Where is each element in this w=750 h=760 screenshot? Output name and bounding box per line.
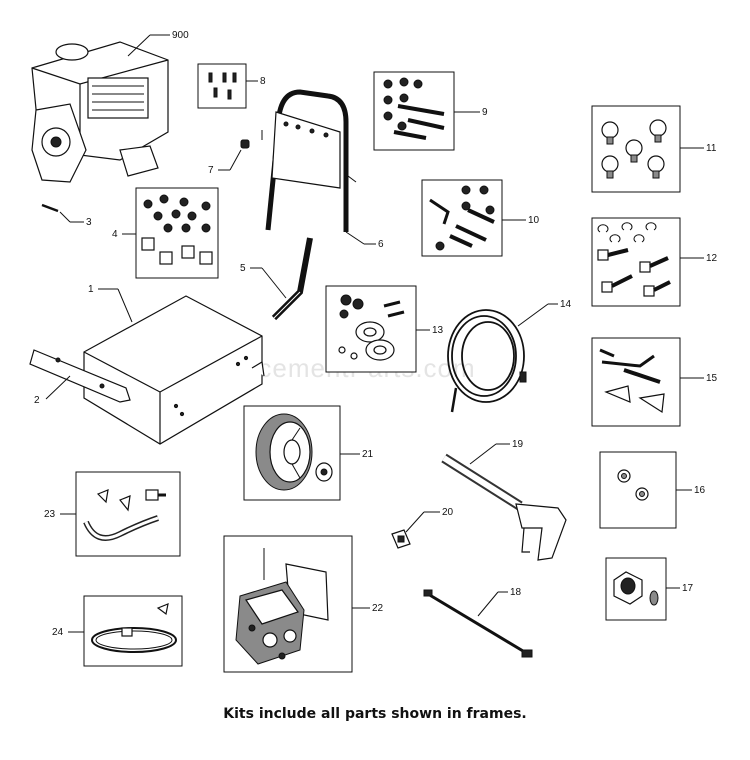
callout-2: 2: [34, 395, 40, 406]
callout-900: 900: [172, 30, 189, 41]
kit-note-caption: Kits include all parts shown in frames.: [223, 706, 527, 722]
engine-drawing[interactable]: [31, 41, 169, 183]
callout-18: 18: [510, 587, 522, 598]
caps-16-drawing: [617, 469, 649, 501]
callout-12: 12: [706, 253, 718, 264]
knobs-11-drawing: [601, 119, 667, 179]
pin-3[interactable]: [41, 203, 59, 213]
nozzle-20[interactable]: [391, 529, 411, 549]
belt-24-drawing: [91, 603, 177, 653]
callout-4: 4: [112, 229, 118, 240]
callout-21: 21: [362, 449, 374, 460]
callout-16: 16: [694, 485, 706, 496]
callout-8: 8: [260, 76, 266, 87]
callout-15: 15: [706, 373, 718, 384]
callout-17: 17: [682, 583, 694, 594]
callout-24: 24: [52, 627, 64, 638]
rail-2[interactable]: [29, 349, 131, 403]
gun-19[interactable]: [441, 453, 567, 561]
fitting-17-drawing: [613, 571, 659, 606]
callout-14: 14: [560, 299, 572, 310]
callout-19: 19: [512, 439, 524, 450]
handle-6[interactable]: [261, 89, 357, 232]
bolts-9-drawing: [383, 77, 445, 140]
callout-10: 10: [528, 215, 540, 226]
parts-15-drawing: [599, 348, 665, 414]
hardware-13-drawing: [338, 294, 405, 361]
callout-7: 7: [208, 165, 214, 176]
callout-23: 23: [44, 509, 56, 520]
callout-3: 3: [86, 217, 92, 228]
wheel-21-drawing: [255, 413, 333, 491]
callout-6: 6: [378, 239, 384, 250]
kit-frame-8[interactable]: [197, 63, 247, 109]
callout-1: 1: [88, 284, 94, 295]
bolts-10-drawing: [429, 185, 495, 251]
callout-9: 9: [482, 107, 488, 118]
hose-14[interactable]: [447, 309, 527, 413]
pump-22-drawing: [235, 548, 329, 665]
chassis-1[interactable]: [83, 295, 265, 445]
mounts-4-drawing: [141, 194, 213, 265]
wand-18[interactable]: [423, 589, 533, 658]
bolt-7[interactable]: [240, 139, 250, 149]
kit-frame-12[interactable]: [591, 217, 681, 307]
decal-8-drawing: [208, 72, 237, 100]
callout-13: 13: [432, 325, 444, 336]
callout-11: 11: [706, 143, 717, 154]
callout-5: 5: [240, 263, 246, 274]
bolts-12-drawing: [597, 222, 671, 297]
tube-5[interactable]: [271, 237, 313, 321]
kit-frame-23[interactable]: [75, 471, 181, 557]
hose-kit-23-drawing: [83, 489, 166, 541]
callout-20: 20: [442, 507, 454, 518]
callout-22: 22: [372, 603, 384, 614]
